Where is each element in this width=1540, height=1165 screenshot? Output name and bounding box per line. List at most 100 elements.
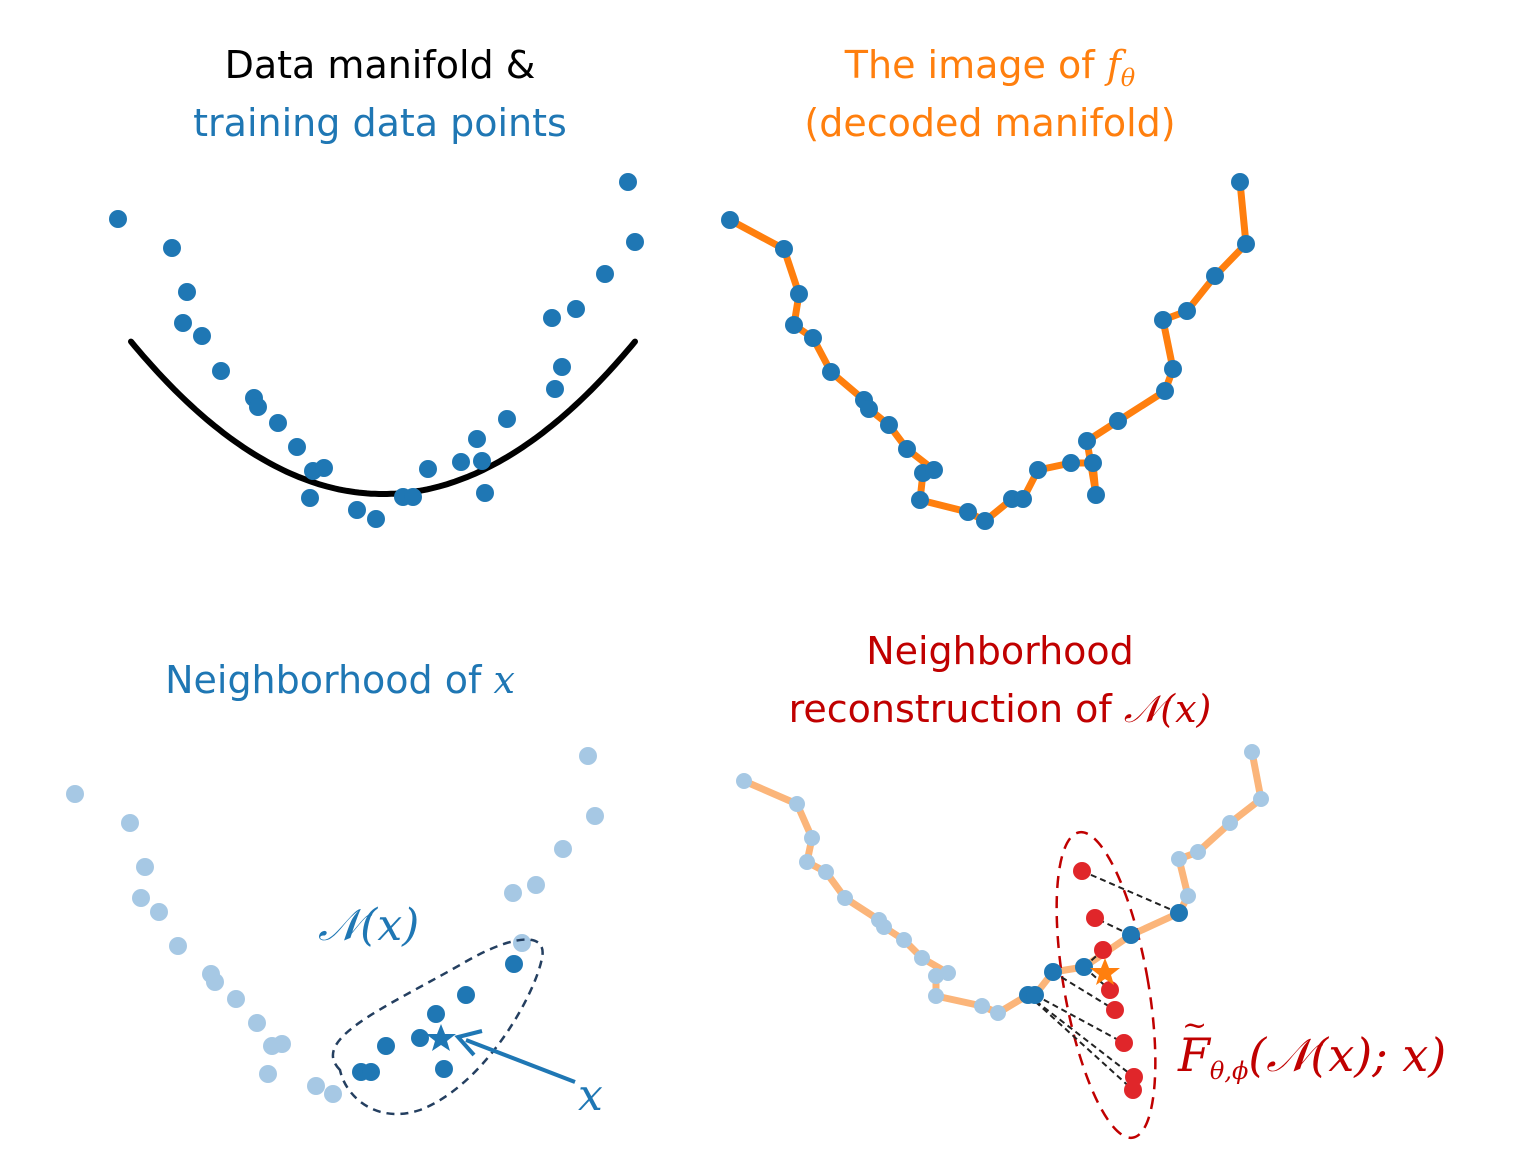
faint-decoded-point xyxy=(896,932,912,948)
decoded-manifold-panel xyxy=(721,173,1255,530)
correspondence-line xyxy=(1052,971,1116,1011)
true-manifold-curve xyxy=(128,338,638,497)
decoded-point xyxy=(1084,454,1102,472)
faint-data-point xyxy=(586,807,604,825)
faint-decoded-point xyxy=(914,950,930,966)
faint-decoded-point xyxy=(1180,888,1196,904)
reconstruction-label: Fθ,ϕ(𝒩(x); x) xyxy=(1178,1008,1447,1085)
training-point xyxy=(174,314,192,332)
neighborhood-point xyxy=(435,1060,453,1078)
training-point xyxy=(109,210,127,228)
neighborhood-point xyxy=(362,1063,380,1081)
correspondence-line xyxy=(1034,994,1125,1044)
decoded-point xyxy=(721,211,739,229)
faint-data-point xyxy=(227,990,245,1008)
training-point xyxy=(553,358,571,376)
decoded-point xyxy=(959,503,977,521)
faint-data-point xyxy=(324,1085,342,1103)
training-point xyxy=(619,173,637,191)
reconstructed-point xyxy=(1073,862,1091,880)
decoded-point xyxy=(880,416,898,434)
faint-data-point xyxy=(513,934,531,952)
reconstructed-point xyxy=(1106,1001,1124,1019)
decoded-manifold-faint-line xyxy=(740,748,1265,1017)
faint-decoded-point xyxy=(928,988,944,1004)
f-tilde-args: (𝒩(x); x) xyxy=(1248,1028,1447,1082)
decoded-point xyxy=(1206,267,1224,285)
f-tilde-symbol: F xyxy=(1178,1008,1210,1082)
decoded-point xyxy=(1029,461,1047,479)
training-point xyxy=(404,488,422,506)
faint-decoded-point xyxy=(940,965,956,981)
training-point xyxy=(498,410,516,428)
faint-data-point xyxy=(132,889,150,907)
neighborhood-decoded-point xyxy=(1122,926,1140,944)
faint-decoded-point xyxy=(1253,791,1269,807)
training-point xyxy=(367,510,385,528)
reconstructed-point xyxy=(1124,1081,1142,1099)
bottom-left-title-text: Neighborhood of xyxy=(165,658,494,702)
top-left-title-line1: Data manifold & xyxy=(224,43,536,87)
decoded-point xyxy=(1109,412,1127,430)
decoded-point xyxy=(1078,432,1096,450)
bottom-right-title-line1: Neighborhood xyxy=(866,629,1134,673)
neighborhood-label: 𝒩(x) xyxy=(318,900,420,951)
faint-data-point xyxy=(136,858,154,876)
decoded-point xyxy=(1014,490,1032,508)
f-tilde-subscript: θ,ϕ xyxy=(1209,1057,1249,1085)
faint-data-point xyxy=(259,1065,277,1083)
training-point xyxy=(567,300,585,318)
point-x-label: x xyxy=(578,1070,603,1121)
faint-data-point xyxy=(169,937,187,955)
decoded-point xyxy=(1164,360,1182,378)
top-left-title-line2: training data points xyxy=(193,101,567,145)
x-symbol: x xyxy=(493,658,515,702)
decoded-point xyxy=(1237,235,1255,253)
top-right-title-line1: The image of fθ xyxy=(760,36,1220,107)
reconstructed-point xyxy=(1125,1068,1143,1086)
faint-decoded-point xyxy=(818,864,834,880)
bottom-right-title-text: reconstruction of xyxy=(788,687,1124,731)
faint-data-point xyxy=(121,814,139,832)
nx-symbol: 𝒩(x) xyxy=(1123,687,1212,731)
decoded-point xyxy=(911,491,929,509)
faint-data-point xyxy=(504,884,522,902)
training-point xyxy=(543,309,561,327)
training-point xyxy=(452,453,470,471)
faint-data-point xyxy=(66,785,84,803)
faint-decoded-point xyxy=(1244,744,1260,760)
faint-decoded-point xyxy=(1171,851,1187,867)
x-star-reconstructed xyxy=(1090,958,1120,985)
reconstructed-point xyxy=(1101,981,1119,999)
decoded-point xyxy=(804,329,822,347)
correspondence-line xyxy=(1027,994,1134,1091)
correspondence-line xyxy=(1027,994,1135,1078)
f-theta-subscript: θ xyxy=(1120,64,1136,92)
faint-data-point xyxy=(150,903,168,921)
top-right-title-line2: (decoded manifold) xyxy=(804,101,1176,145)
neighborhood-panel xyxy=(66,747,604,1116)
bottom-left-title: Neighborhood of x xyxy=(120,651,560,709)
neighborhood-point xyxy=(411,1029,429,1047)
faint-data-point xyxy=(554,840,572,858)
decoded-point xyxy=(785,316,803,334)
neighborhood-point xyxy=(377,1037,395,1055)
faint-data-point xyxy=(579,747,597,765)
decoded-point xyxy=(898,440,916,458)
faint-decoded-point xyxy=(837,890,853,906)
faint-decoded-point xyxy=(789,796,805,812)
decoded-point xyxy=(822,363,840,381)
neighborhood-decoded-point xyxy=(1075,958,1093,976)
decoded-point xyxy=(925,461,943,479)
top-right-title-text: The image of xyxy=(844,43,1107,87)
reconstructed-point xyxy=(1094,941,1112,959)
faint-data-point xyxy=(248,1014,266,1032)
data-manifold-panel xyxy=(109,173,644,528)
training-point xyxy=(476,484,494,502)
neighborhood-decoded-point xyxy=(1044,963,1062,981)
training-point xyxy=(468,430,486,448)
neighborhood-decoded-point xyxy=(1170,904,1188,922)
training-point xyxy=(301,489,319,507)
decoded-point xyxy=(1156,382,1174,400)
